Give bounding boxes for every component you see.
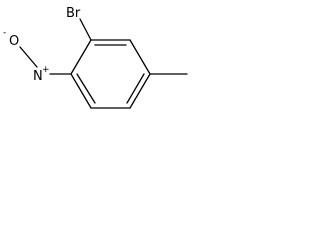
benzene-ring	[70, 39, 151, 109]
ring-bond-c4-c5	[129, 73, 151, 109]
nitro-oxygen-charge: -	[3, 28, 6, 38]
bromine-label: Br	[66, 6, 81, 21]
chemical-structure: Br N + O -	[3, 6, 188, 109]
ring-bond-c3-c4	[129, 39, 151, 75]
nitro-nitrogen-label: N	[33, 69, 43, 84]
bond-to-bromine	[79, 18, 92, 41]
ring-double-bond-c6-c1	[76, 73, 96, 104]
ring-double-bond-c4-c5	[126, 73, 145, 104]
ring-bond-c6-c1	[70, 73, 92, 109]
bond-nitro-nitrogen-to-oxygen	[19, 46, 38, 68]
nitro-nitrogen-charge: +	[42, 65, 50, 75]
nitro-oxygen-label: O	[9, 34, 19, 49]
ring-bond-c1-c2	[70, 39, 92, 75]
